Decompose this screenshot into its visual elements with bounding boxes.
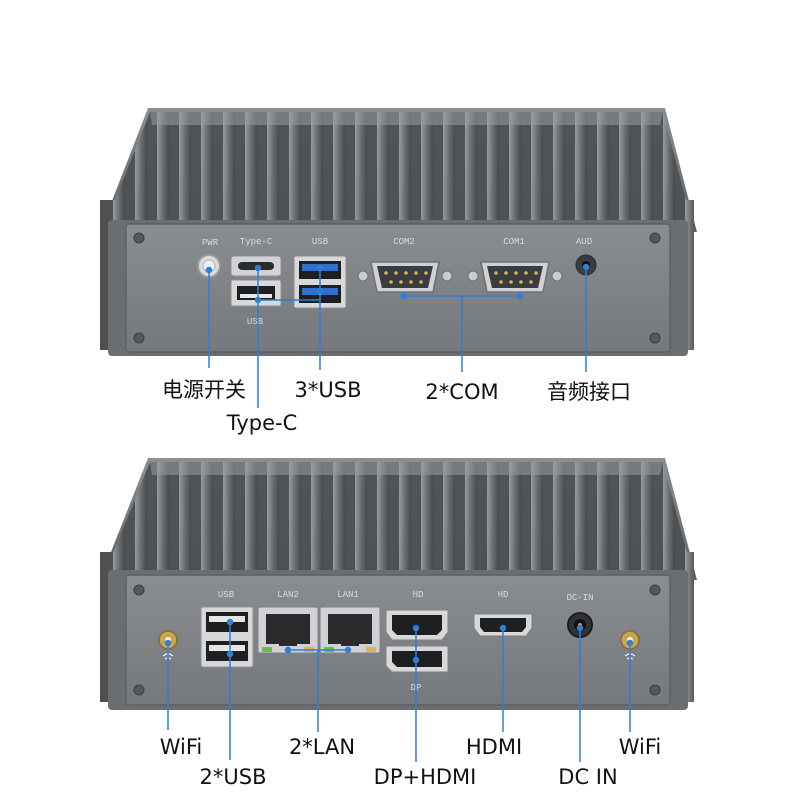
callout-wifi-right: WiFi — [618, 735, 662, 759]
rear-lan1-port — [319, 606, 381, 654]
front-label-aud: AUD — [576, 237, 592, 247]
rear-usb-ports — [200, 606, 254, 668]
front-label-type-c: Type-C — [240, 237, 273, 247]
rear-label-lan1: LAN1 — [337, 590, 359, 600]
callout-dc-in: DC IN — [558, 765, 618, 789]
callout-wifi-left: WiFi — [159, 735, 203, 759]
front-fins — [104, 112, 693, 228]
rear-lan2-port — [257, 606, 319, 654]
callout-lan: 2*LAN — [288, 735, 356, 759]
rear-label-lan2: LAN2 — [277, 590, 299, 600]
callout-type-c: Type-C — [226, 411, 298, 435]
callout-rear-usb: 2*USB — [199, 765, 267, 789]
callout-com: 2*COM — [425, 380, 499, 404]
rear-fins — [104, 462, 693, 576]
rear-label-hd-left: HD — [413, 590, 424, 600]
rear-label-dc-in: DC-IN — [566, 593, 593, 603]
front-label-com1: COM1 — [503, 237, 525, 247]
front-screw-icons — [133, 232, 661, 344]
front-leader-lines — [205, 263, 590, 408]
front-com2-port — [357, 261, 453, 293]
rear-unit: USB LAN2 LAN1 HD DP HD DC-IN — [100, 458, 697, 762]
front-label-com2: COM2 — [393, 237, 415, 247]
front-label-usb-bottom: USB — [247, 317, 264, 327]
front-label-usb-top: USB — [312, 237, 329, 247]
callout-dp-hdmi: DP+HDMI — [373, 765, 477, 789]
rear-leader-lines — [164, 618, 634, 762]
front-label-pwr: PWR — [202, 238, 219, 248]
front-unit: PWR Type-C USB USB COM2 COM1 AUD — [100, 108, 697, 408]
front-com1-port — [467, 261, 563, 293]
rear-label-usb: USB — [218, 590, 235, 600]
callout-hdmi: HDMI — [465, 735, 523, 759]
rear-label-hd-right: HD — [498, 590, 509, 600]
callout-audio: 音频接口 — [547, 380, 631, 404]
callout-power-switch: 电源开关 — [162, 378, 246, 402]
callout-front-usb: 3*USB — [294, 378, 362, 402]
rear-screw-icons — [133, 584, 661, 696]
